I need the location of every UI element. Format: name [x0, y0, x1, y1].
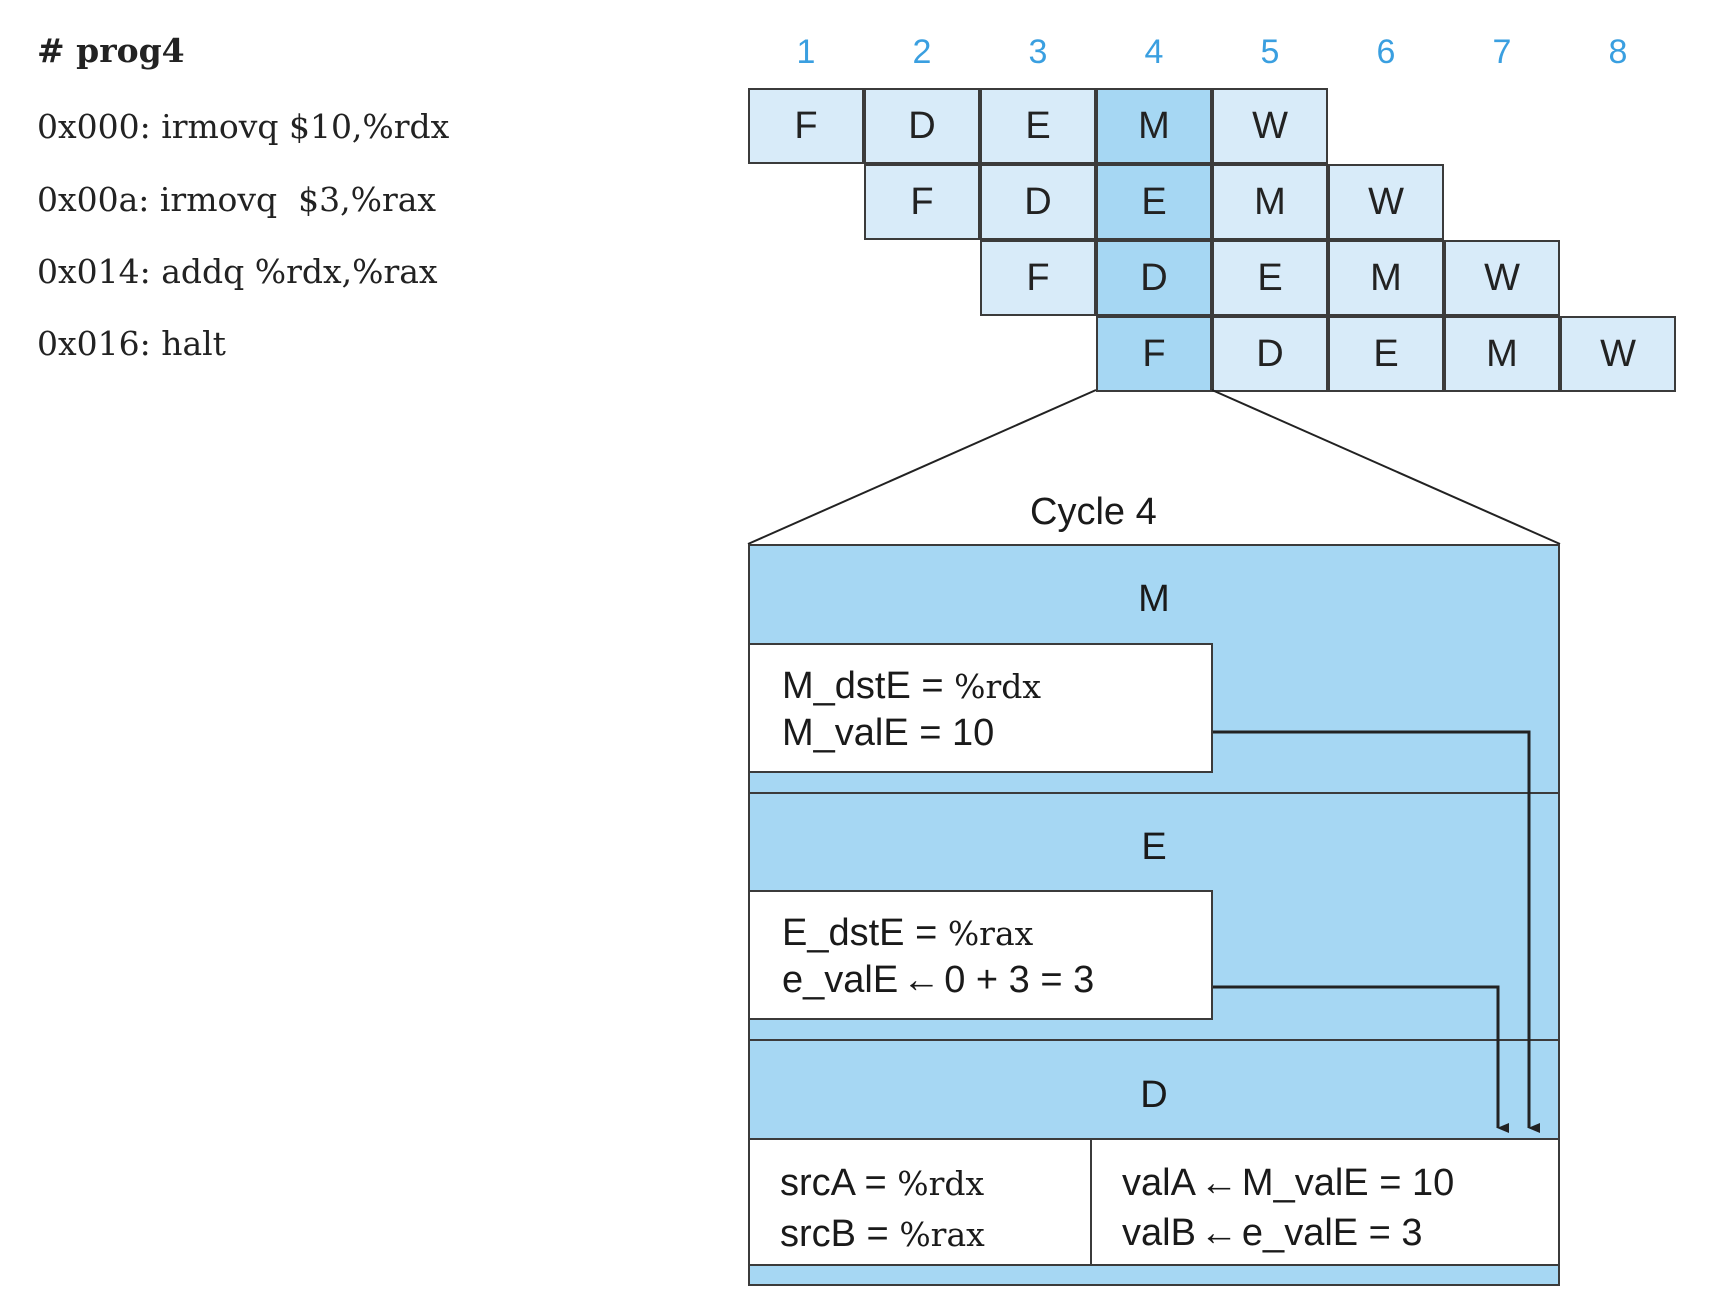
stage-divider	[748, 792, 1560, 794]
e-vale-name: e_valE	[782, 959, 899, 1001]
memory-stage-box: M_dstE = %rdx M_valE = 10	[748, 643, 1213, 773]
stage-cell: F	[864, 164, 980, 240]
left-arrow-icon: ←	[1199, 1212, 1238, 1254]
m-dste-register: %rdx	[954, 667, 1042, 706]
m-vale-text: M_valE = 10	[782, 712, 995, 754]
stage-cell: W	[1560, 316, 1676, 392]
stage-divider	[748, 1039, 1560, 1041]
decode-stage-box: srcA = %rdx srcB = %rax valA←M_valE = 10…	[748, 1138, 1560, 1266]
decode-sources: srcA = %rdx srcB = %rax	[780, 1158, 985, 1260]
cycle-number: 8	[1608, 33, 1628, 71]
cycle-detail-title: Cycle 4	[1030, 491, 1157, 533]
stage-cell: D	[1096, 240, 1212, 316]
stage-cell: F	[748, 88, 864, 164]
stage-cell: W	[1328, 164, 1444, 240]
stage-cell: W	[1212, 88, 1328, 164]
stage-cell: F	[980, 240, 1096, 316]
stage-label-m: M	[1138, 578, 1170, 620]
left-arrow-icon: ←	[1199, 1162, 1238, 1204]
src-b-label: srcB =	[780, 1213, 900, 1255]
src-a-label: srcA =	[780, 1162, 898, 1204]
src-a-register: %rdx	[897, 1164, 985, 1203]
zoom-line-left	[747, 389, 1097, 545]
stage-cell: D	[864, 88, 980, 164]
src-b-register: %rax	[899, 1215, 985, 1254]
stage-cell: F	[1096, 316, 1212, 392]
left-arrow-icon: ←	[902, 959, 941, 1001]
cycle-number: 1	[796, 33, 816, 71]
e-dste-label: E_dstE =	[782, 912, 948, 954]
stage-cell: D	[1212, 316, 1328, 392]
cycle-number: 3	[1028, 33, 1048, 71]
m-dste-label: M_dstE =	[782, 665, 955, 707]
code-line: 0x000: irmovq $10,%rdx	[37, 107, 450, 146]
e-vale-expr: 0 + 3 = 3	[944, 959, 1095, 1001]
forward-arrow-e-vale	[1213, 985, 1509, 1133]
stage-cell: M	[1096, 88, 1212, 164]
cycle-number: 6	[1376, 33, 1396, 71]
decode-values: valA←M_valE = 10 valB←e_valE = 3	[1122, 1158, 1454, 1258]
forward-arrow-m-vale	[1213, 730, 1540, 1133]
program-title: # prog4	[37, 31, 185, 70]
val-b-name: valB	[1122, 1212, 1196, 1254]
code-line: 0x016: halt	[37, 324, 226, 363]
stage-cell: M	[1212, 164, 1328, 240]
code-line: 0x014: addq %rdx,%rax	[37, 252, 438, 291]
code-line: 0x00a: irmovq $3,%rax	[37, 180, 437, 219]
decode-divider	[1090, 1140, 1092, 1266]
stage-cell: E	[980, 88, 1096, 164]
val-b-expr: e_valE = 3	[1241, 1212, 1423, 1254]
stage-cell: M	[1444, 316, 1560, 392]
stage-label-e: E	[1141, 826, 1167, 868]
stage-cell: M	[1328, 240, 1444, 316]
cycle-number: 2	[912, 33, 932, 71]
val-a-expr: M_valE = 10	[1241, 1162, 1455, 1204]
stage-label-d: D	[1140, 1074, 1168, 1116]
stage-cell: W	[1444, 240, 1560, 316]
e-dste-register: %rax	[947, 914, 1034, 953]
cycle-number: 4	[1144, 33, 1164, 71]
execute-stage-box: E_dstE = %rax e_valE←0 + 3 = 3	[748, 890, 1213, 1020]
val-a-name: valA	[1122, 1162, 1196, 1204]
zoom-line-right	[1211, 389, 1561, 545]
stage-cell: E	[1328, 316, 1444, 392]
cycle-number: 7	[1492, 33, 1512, 71]
stage-cell: D	[980, 164, 1096, 240]
stage-cell: E	[1096, 164, 1212, 240]
cycle-number: 5	[1260, 33, 1280, 71]
stage-cell: E	[1212, 240, 1328, 316]
